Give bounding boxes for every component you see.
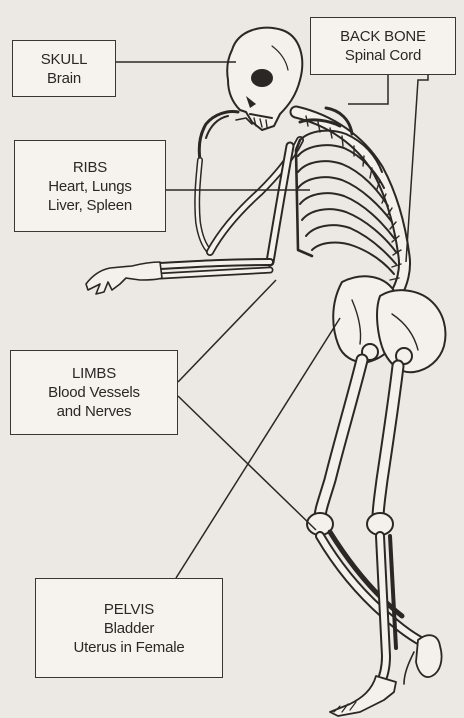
limbs-organ-1: Blood Vessels xyxy=(11,383,177,402)
pelvis-bone xyxy=(333,276,445,372)
ribs-organ-1: Heart, Lungs xyxy=(15,177,165,196)
pelvis-organ-2: Uterus in Female xyxy=(36,638,222,657)
ribs-title: RIBS xyxy=(15,158,165,177)
leader-backbone-spine xyxy=(406,75,428,262)
skull-organ-1: Brain xyxy=(13,69,115,88)
leg-bones xyxy=(307,360,426,684)
leader-limbs-leg xyxy=(178,396,316,530)
leader-pelvis xyxy=(176,318,340,578)
pelvis-title: PELVIS xyxy=(36,600,222,619)
label-ribs: RIBS Heart, Lungs Liver, Spleen xyxy=(14,140,166,232)
label-pelvis: PELVIS Bladder Uterus in Female xyxy=(35,578,223,678)
label-backbone: BACK BONE Spinal Cord xyxy=(310,17,456,75)
skull-title: SKULL xyxy=(13,50,115,69)
limbs-organ-2: and Nerves xyxy=(11,402,177,421)
backbone-organ-1: Spinal Cord xyxy=(311,46,455,65)
label-skull: SKULL Brain xyxy=(12,40,116,97)
pelvis-organ-1: Bladder xyxy=(36,619,222,638)
limbs-title: LIMBS xyxy=(11,364,177,383)
leader-backbone xyxy=(348,75,388,104)
label-limbs: LIMBS Blood Vessels and Nerves xyxy=(10,350,178,435)
leader-limbs-arm xyxy=(178,280,276,382)
backbone-title: BACK BONE xyxy=(311,27,455,46)
ribs-organ-2: Liver, Spleen xyxy=(15,196,165,215)
